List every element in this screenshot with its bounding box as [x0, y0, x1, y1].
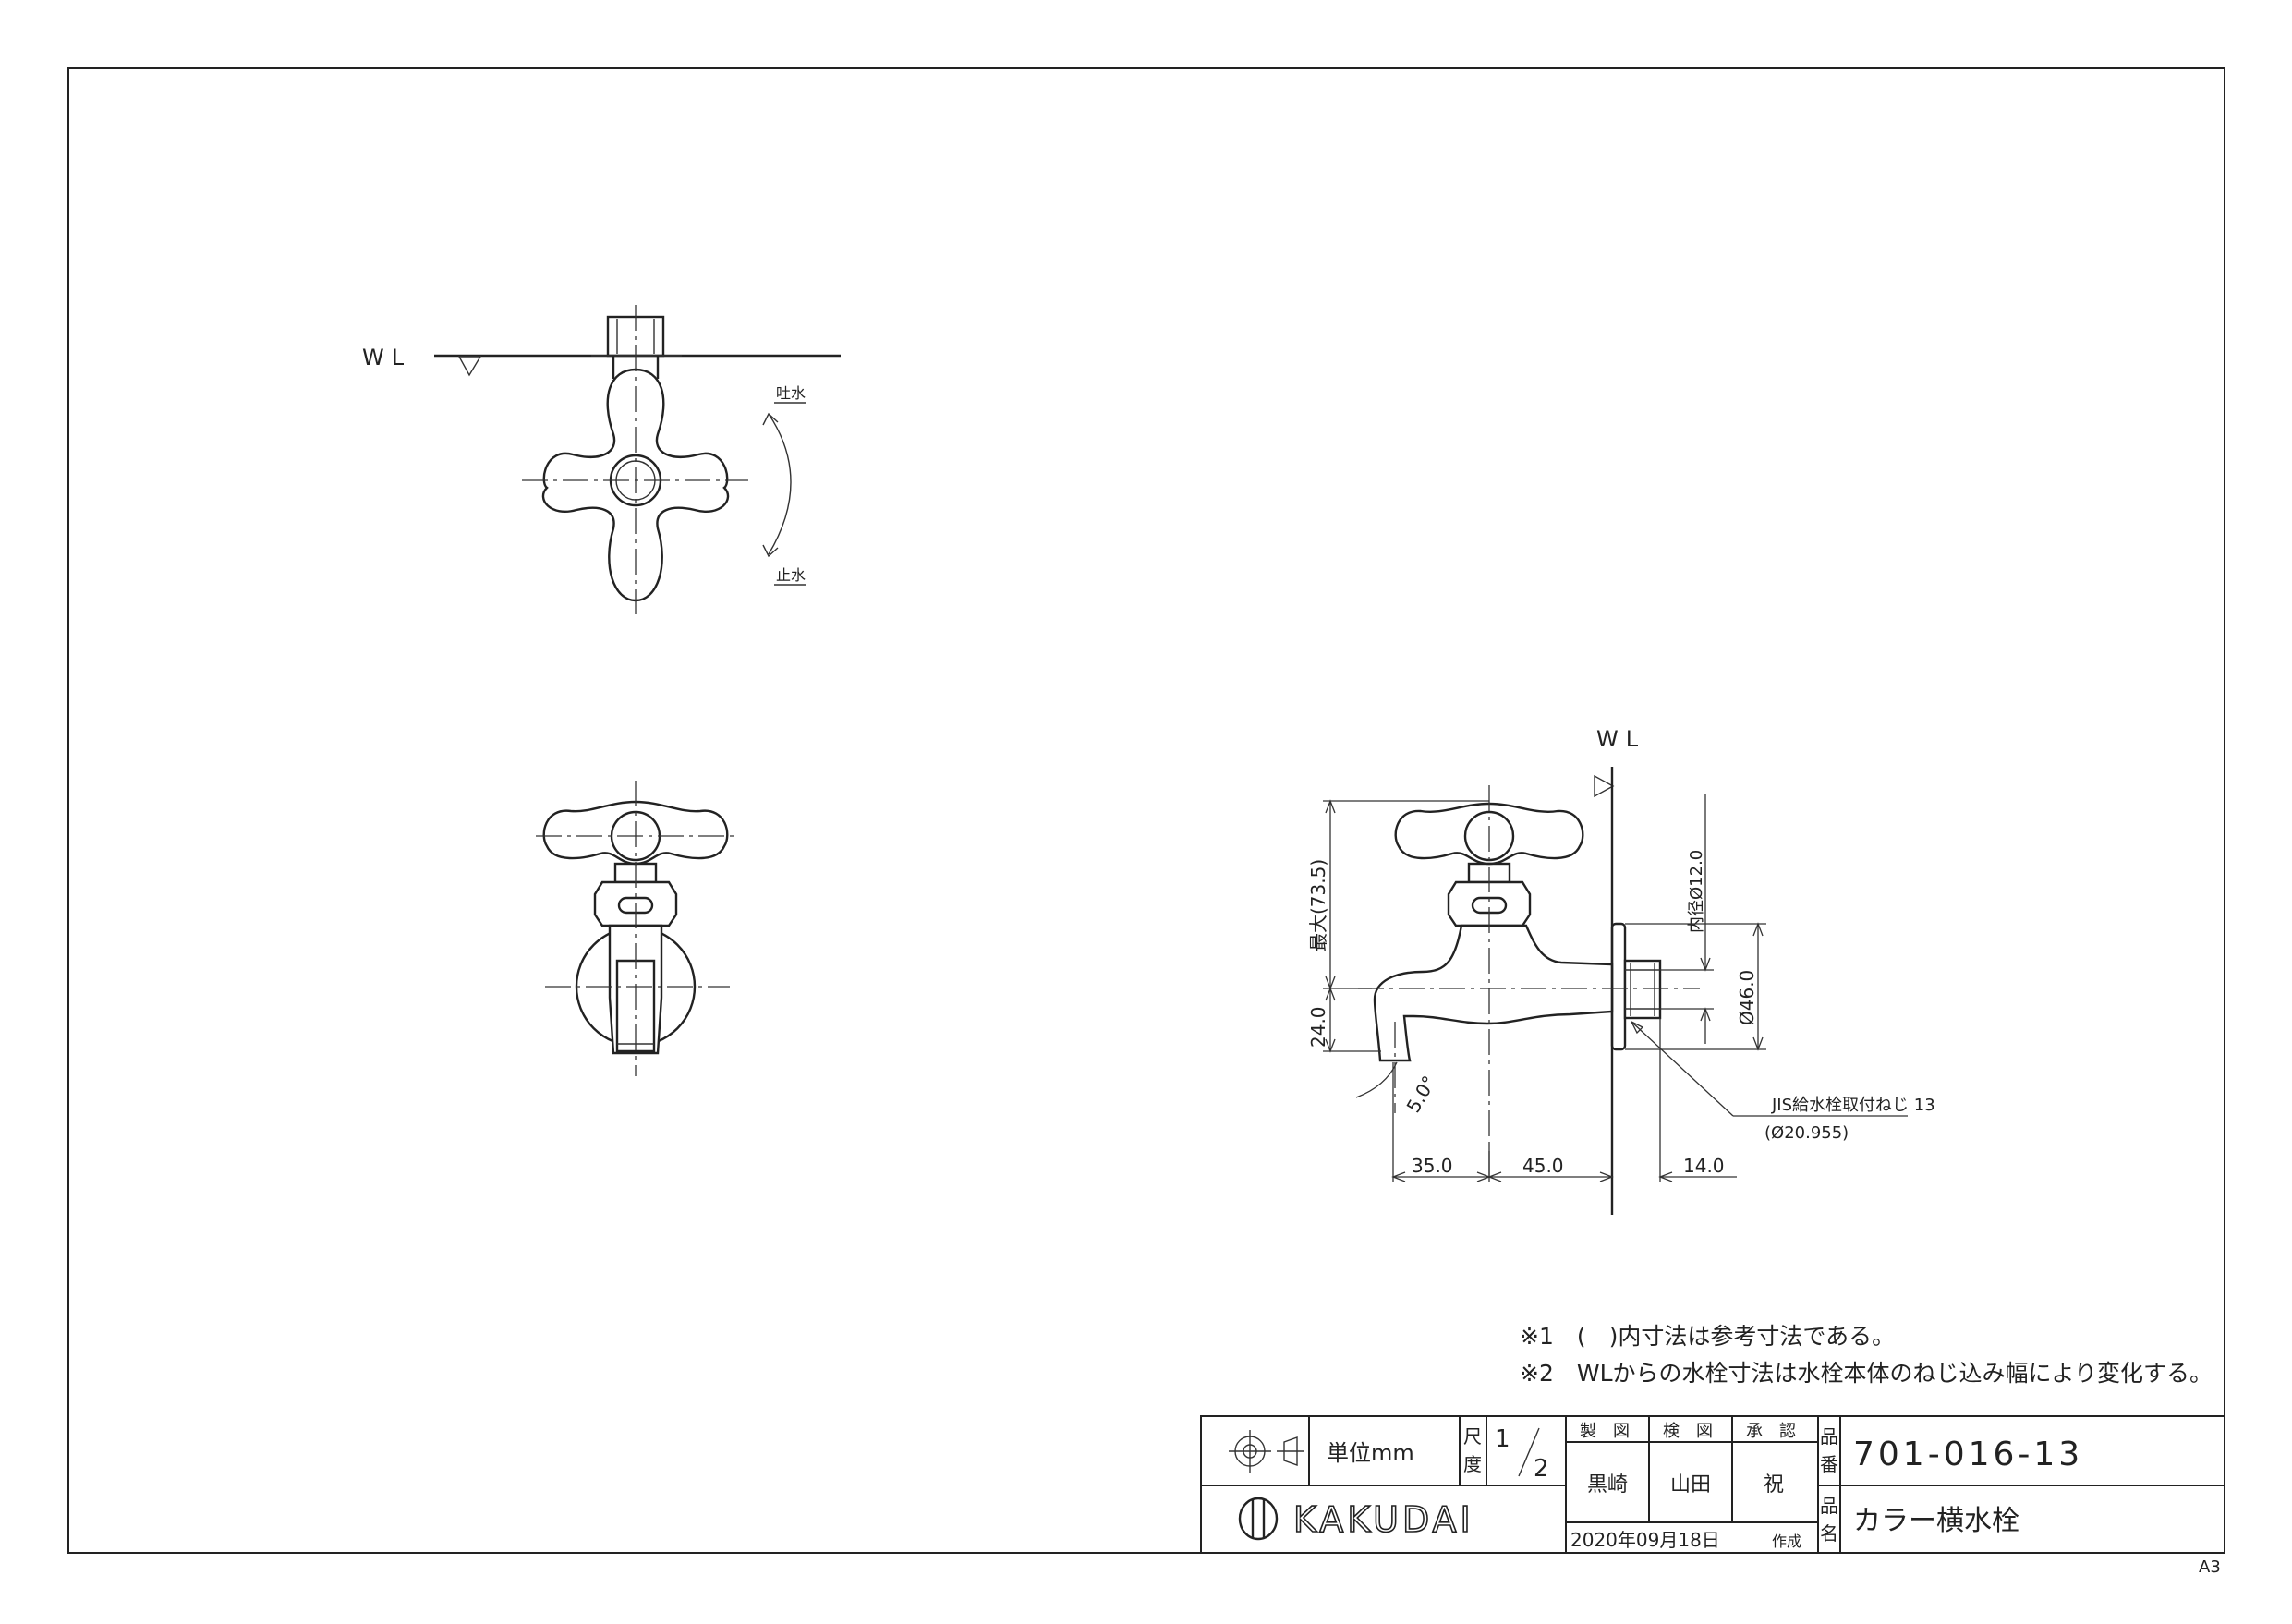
- sheet-border: [67, 67, 2225, 1554]
- scale-numerator: 1: [1495, 1425, 1510, 1453]
- dim-flange-length: 14.0: [1683, 1155, 1725, 1177]
- paper-size: A3: [2199, 1557, 2221, 1577]
- projection-symbol-icon: [1229, 1430, 1304, 1473]
- dim-spout-length: 35.0: [1412, 1155, 1453, 1177]
- title-block: 単位mm 尺 度 1 2 製 図 検 図 承 認 黒崎 山田 祝 品 番 701…: [1200, 1415, 2225, 1554]
- side-flange: [1610, 922, 1627, 1051]
- scale-label-2: 度: [1463, 1453, 1482, 1475]
- made-by-label: 製 図: [1580, 1422, 1630, 1441]
- thread-spec: JIS給水栓取付ねじ 13: [1771, 1096, 1935, 1115]
- part-name: カラー横水栓: [1853, 1505, 2019, 1537]
- part-number: 701-016-13: [1853, 1436, 2083, 1473]
- dim-inner-diameter: 内径Ø12.0: [1687, 850, 1706, 933]
- scale-denominator: 2: [1534, 1455, 1549, 1483]
- angle-arc: [1355, 1061, 1398, 1098]
- checked-by-name: 山田: [1670, 1473, 1711, 1497]
- thread-size: (Ø20.955): [1764, 1123, 1849, 1143]
- top-view: WL 吐水 止水: [362, 305, 841, 614]
- part-name-label-1: 品: [1820, 1495, 1838, 1517]
- checked-by-label: 検 図: [1663, 1422, 1713, 1441]
- wl-marker-side: [1594, 774, 1615, 798]
- company-name: KAKUDAI: [1293, 1499, 1474, 1540]
- dim-angle: 5.0°: [1402, 1072, 1441, 1116]
- made-by-name: 黒崎: [1587, 1473, 1628, 1497]
- part-name-label-2: 名: [1820, 1522, 1838, 1545]
- note-1: ※1 ( )内寸法は参考寸法である。: [1520, 1323, 1895, 1350]
- front-view: [536, 781, 739, 1076]
- dim-bottom-height: 24.0: [1307, 1006, 1329, 1048]
- part-no-label-2: 番: [1820, 1453, 1838, 1475]
- wl-marker-top: [457, 356, 482, 377]
- top-stem: [612, 356, 660, 379]
- created-label: 作成: [1772, 1533, 1801, 1550]
- dim-body-length: 45.0: [1522, 1155, 1564, 1177]
- wl-label-side: WL: [1596, 726, 1645, 752]
- unit-label: 単位mm: [1327, 1440, 1414, 1466]
- approved-by-label: 承 認: [1746, 1422, 1796, 1441]
- wl-label-top: WL: [362, 345, 411, 370]
- created-date: 2020年09月18日: [1570, 1529, 1720, 1551]
- dim-flange-diameter: Ø46.0: [1736, 970, 1758, 1025]
- approved-by-name: 祝: [1764, 1473, 1784, 1497]
- dim-max-height: 最大(73.5): [1307, 859, 1329, 951]
- rotation-arrow: [768, 413, 792, 555]
- side-spout-body: [1373, 924, 1614, 1062]
- kakudai-logo-icon: [1238, 1497, 1279, 1541]
- part-no-label-1: 品: [1820, 1425, 1838, 1448]
- note-2: ※2 WLからの水栓寸法は水栓本体のねじ込み幅により変化する。: [1520, 1360, 2213, 1387]
- close-label: 止水: [776, 566, 806, 584]
- scale-label-1: 尺: [1463, 1425, 1482, 1448]
- side-view: WL 最大(73.5) 24.0: [1307, 726, 1935, 1215]
- open-label: 吐水: [776, 384, 806, 402]
